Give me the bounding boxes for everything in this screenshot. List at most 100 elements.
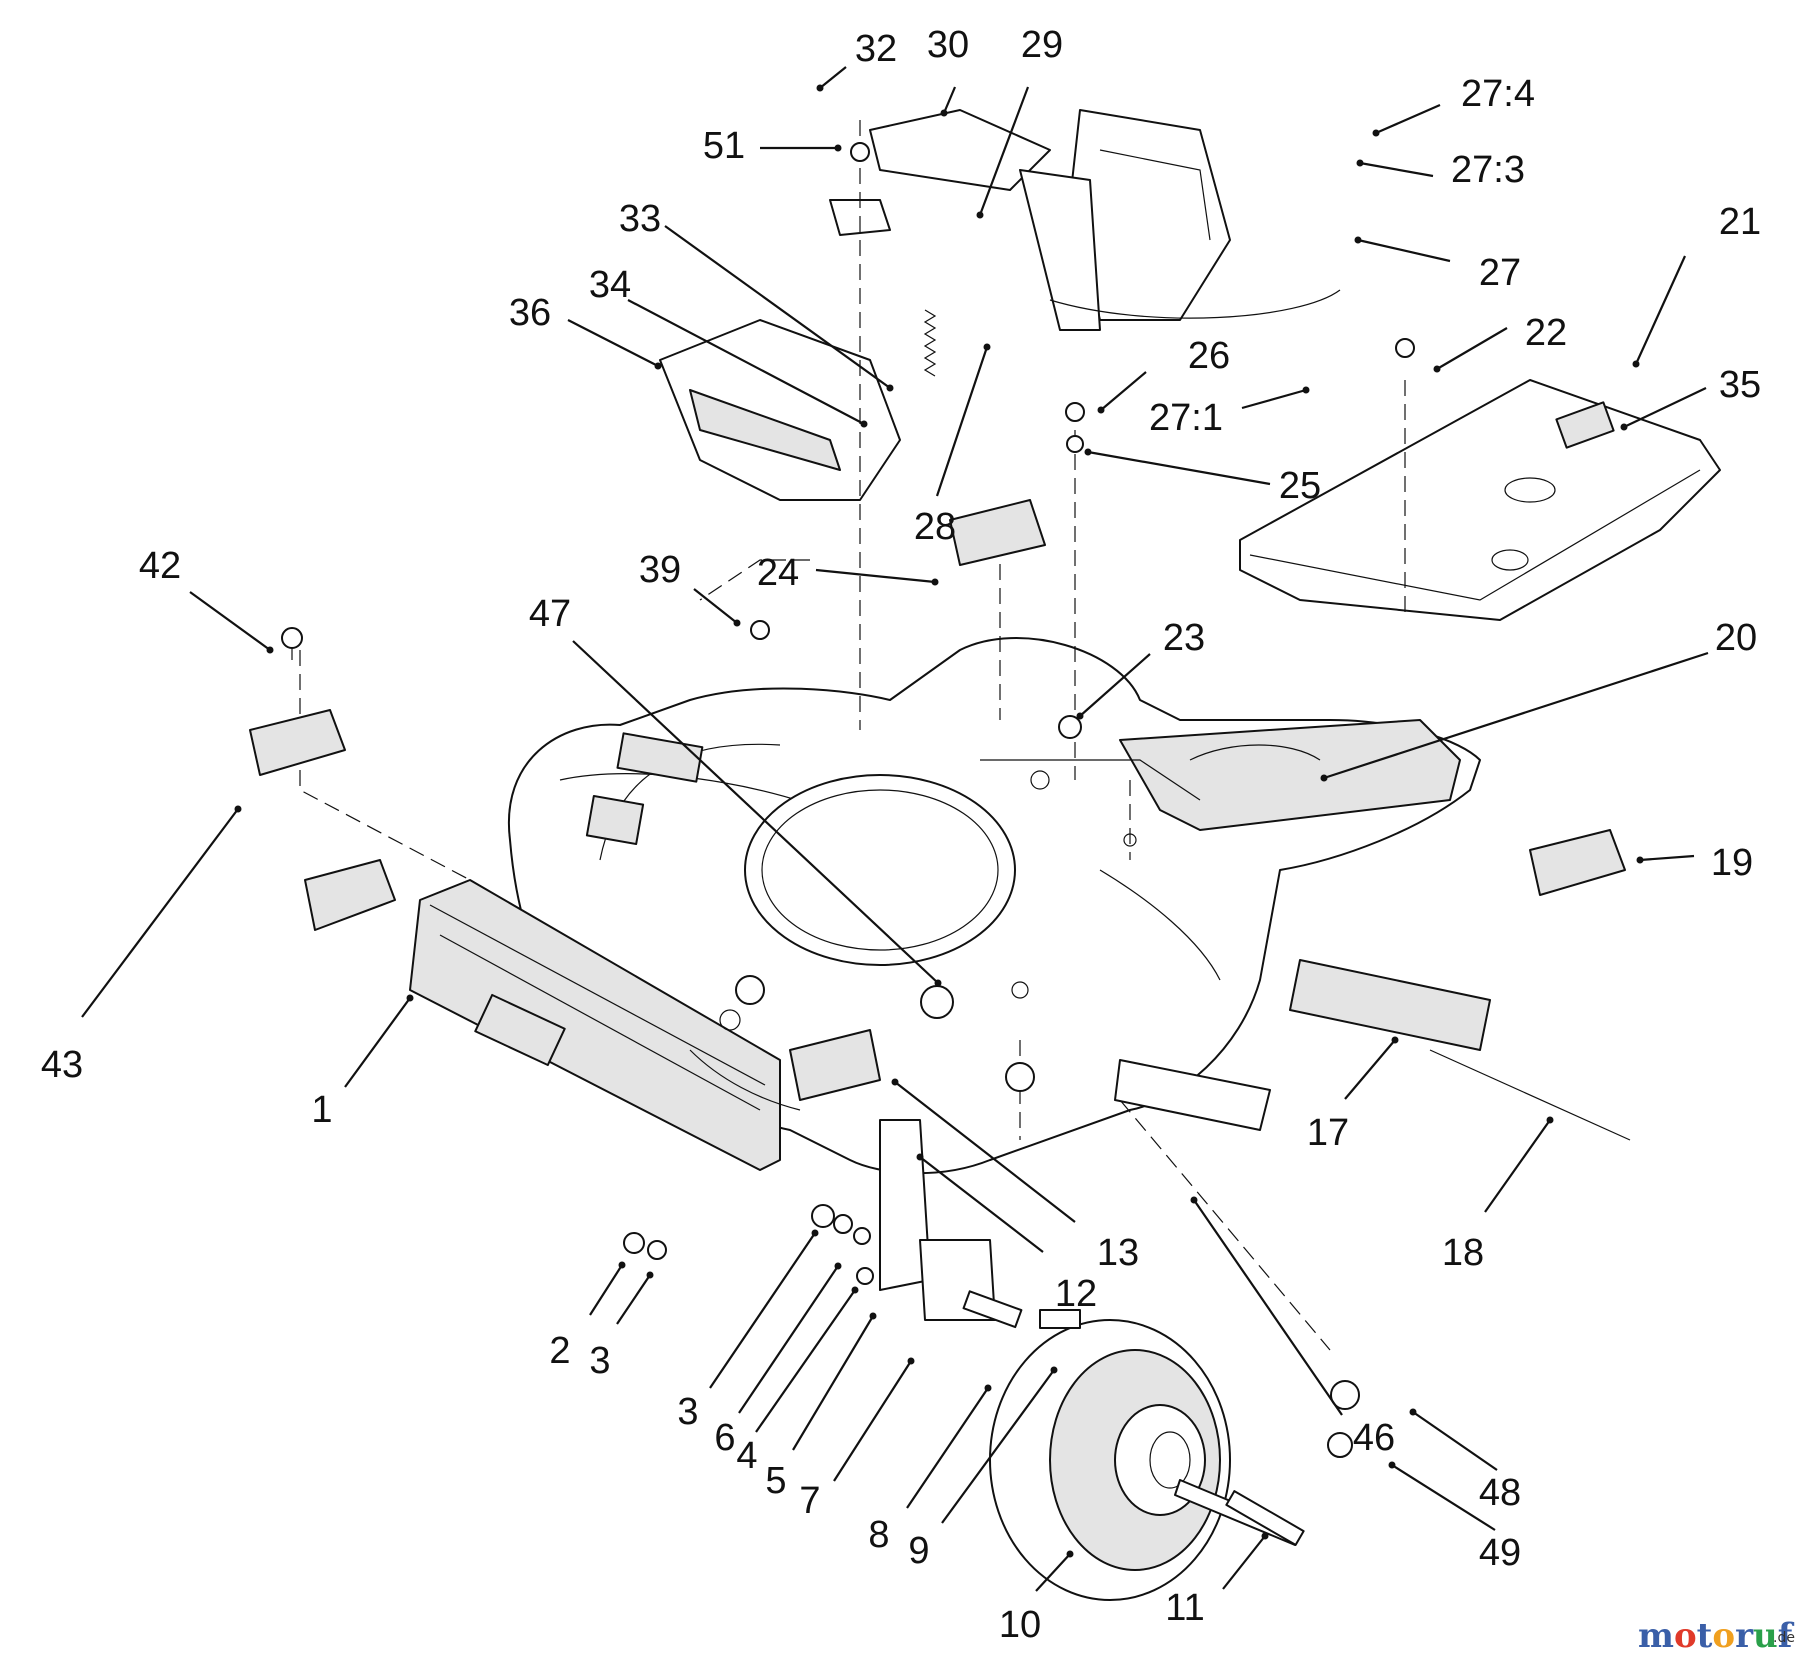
leader-9 bbox=[941, 1369, 1055, 1524]
leader-49 bbox=[1391, 1464, 1496, 1531]
label-36: 36 bbox=[509, 292, 551, 334]
label-34: 34 bbox=[589, 264, 631, 306]
label-25: 25 bbox=[1279, 465, 1321, 507]
label-7: 7 bbox=[799, 1480, 820, 1522]
leader-34 bbox=[627, 299, 865, 425]
label-39: 39 bbox=[639, 549, 681, 591]
leader-43 bbox=[81, 808, 239, 1018]
leader-27_3 bbox=[1359, 161, 1434, 178]
leader-6 bbox=[738, 1265, 839, 1414]
leader-11 bbox=[1222, 1535, 1266, 1590]
label-13: 13 bbox=[1097, 1232, 1139, 1274]
label-27-3: 27:3 bbox=[1451, 149, 1525, 191]
leader-46 bbox=[1193, 1199, 1343, 1416]
label-28: 28 bbox=[914, 506, 956, 548]
rear-baffle bbox=[1239, 379, 1721, 621]
label-8: 8 bbox=[868, 1514, 889, 1556]
label-20: 20 bbox=[1715, 617, 1757, 659]
label-24: 24 bbox=[757, 552, 799, 594]
leader-3a bbox=[616, 1274, 651, 1325]
watermark-char-6: f bbox=[1778, 1616, 1795, 1656]
label-27-4: 27:4 bbox=[1461, 73, 1535, 115]
label-29: 29 bbox=[1021, 24, 1063, 66]
leader-3b bbox=[709, 1232, 816, 1389]
label-42: 42 bbox=[139, 545, 181, 587]
leader-12 bbox=[919, 1156, 1044, 1253]
leader-30 bbox=[942, 86, 957, 114]
watermark-char-4: r bbox=[1735, 1616, 1754, 1656]
watermark-logo: motoruf .de bbox=[1638, 1616, 1795, 1656]
label-9: 9 bbox=[908, 1530, 929, 1572]
height-adjusters bbox=[249, 499, 1626, 1321]
leader-42 bbox=[189, 591, 271, 651]
leader-lines bbox=[81, 66, 1709, 1592]
watermark-char-2: t bbox=[1697, 1616, 1713, 1656]
leader-36 bbox=[567, 319, 659, 367]
label-27: 27 bbox=[1479, 252, 1521, 294]
label-46: 46 bbox=[1353, 1417, 1395, 1459]
label-23: 23 bbox=[1163, 617, 1205, 659]
label-10: 10 bbox=[999, 1604, 1041, 1646]
label-49: 49 bbox=[1479, 1532, 1521, 1574]
label-43: 43 bbox=[41, 1044, 83, 1086]
leader-27_4 bbox=[1375, 103, 1441, 135]
leader-5 bbox=[792, 1315, 874, 1451]
leader-47 bbox=[572, 640, 939, 984]
wheel bbox=[989, 1319, 1301, 1601]
handle-mount-assembly bbox=[659, 109, 1341, 501]
leader-7 bbox=[833, 1360, 912, 1482]
watermark-tld: .de bbox=[1773, 1630, 1795, 1646]
leader-8 bbox=[906, 1387, 989, 1509]
leader-39 bbox=[693, 588, 738, 624]
leader-26 bbox=[1100, 371, 1147, 411]
leader-17 bbox=[1344, 1039, 1396, 1100]
leader-18 bbox=[1484, 1119, 1551, 1213]
leader-35 bbox=[1623, 387, 1707, 428]
hardware bbox=[281, 142, 1415, 1546]
leader-27_1 bbox=[1241, 388, 1307, 410]
leader-33 bbox=[664, 225, 891, 389]
label-11: 11 bbox=[1165, 1587, 1204, 1629]
leader-28 bbox=[935, 346, 989, 497]
label-4: 4 bbox=[736, 1435, 757, 1477]
leader-13 bbox=[894, 1081, 1076, 1223]
label-18: 18 bbox=[1442, 1232, 1484, 1274]
label-26: 26 bbox=[1188, 335, 1230, 377]
watermark-char-0: m bbox=[1638, 1616, 1674, 1656]
leader-23 bbox=[1079, 653, 1151, 717]
part-labels: 32 30 29 27:4 51 27:3 33 27 21 34 36 22 … bbox=[41, 24, 1761, 1646]
side-discharge-parts bbox=[1114, 959, 1631, 1141]
watermark-char-1: o bbox=[1674, 1616, 1697, 1656]
label-12: 12 bbox=[1055, 1273, 1097, 1315]
leader-2 bbox=[589, 1264, 623, 1316]
label-3a: 3 bbox=[589, 1340, 610, 1382]
leader-4 bbox=[755, 1289, 856, 1433]
label-6: 6 bbox=[714, 1417, 735, 1459]
label-33: 33 bbox=[619, 198, 661, 240]
leader-1 bbox=[344, 997, 411, 1088]
label-27-1: 27:1 bbox=[1149, 397, 1223, 439]
label-32: 32 bbox=[855, 28, 897, 70]
leader-25 bbox=[1087, 450, 1271, 486]
leader-24 bbox=[815, 568, 936, 584]
label-35: 35 bbox=[1719, 364, 1761, 406]
leader-29 bbox=[978, 86, 1030, 216]
label-22: 22 bbox=[1525, 312, 1567, 354]
leader-20 bbox=[1323, 651, 1709, 780]
label-48: 48 bbox=[1479, 1472, 1521, 1514]
label-2: 2 bbox=[549, 1330, 570, 1372]
mower-deck bbox=[409, 637, 1481, 1175]
label-3b: 3 bbox=[677, 1391, 698, 1433]
label-51: 51 bbox=[703, 125, 745, 167]
label-21: 21 bbox=[1719, 201, 1761, 243]
label-5: 5 bbox=[765, 1460, 786, 1502]
leader-19 bbox=[1639, 854, 1695, 862]
leader-32 bbox=[819, 66, 847, 89]
leader-27 bbox=[1357, 238, 1451, 263]
label-17: 17 bbox=[1307, 1112, 1349, 1154]
leader-21 bbox=[1634, 255, 1687, 365]
svg-text:motoruf: motoruf bbox=[1638, 1616, 1795, 1656]
label-30: 30 bbox=[927, 24, 969, 66]
label-1: 1 bbox=[311, 1089, 332, 1131]
